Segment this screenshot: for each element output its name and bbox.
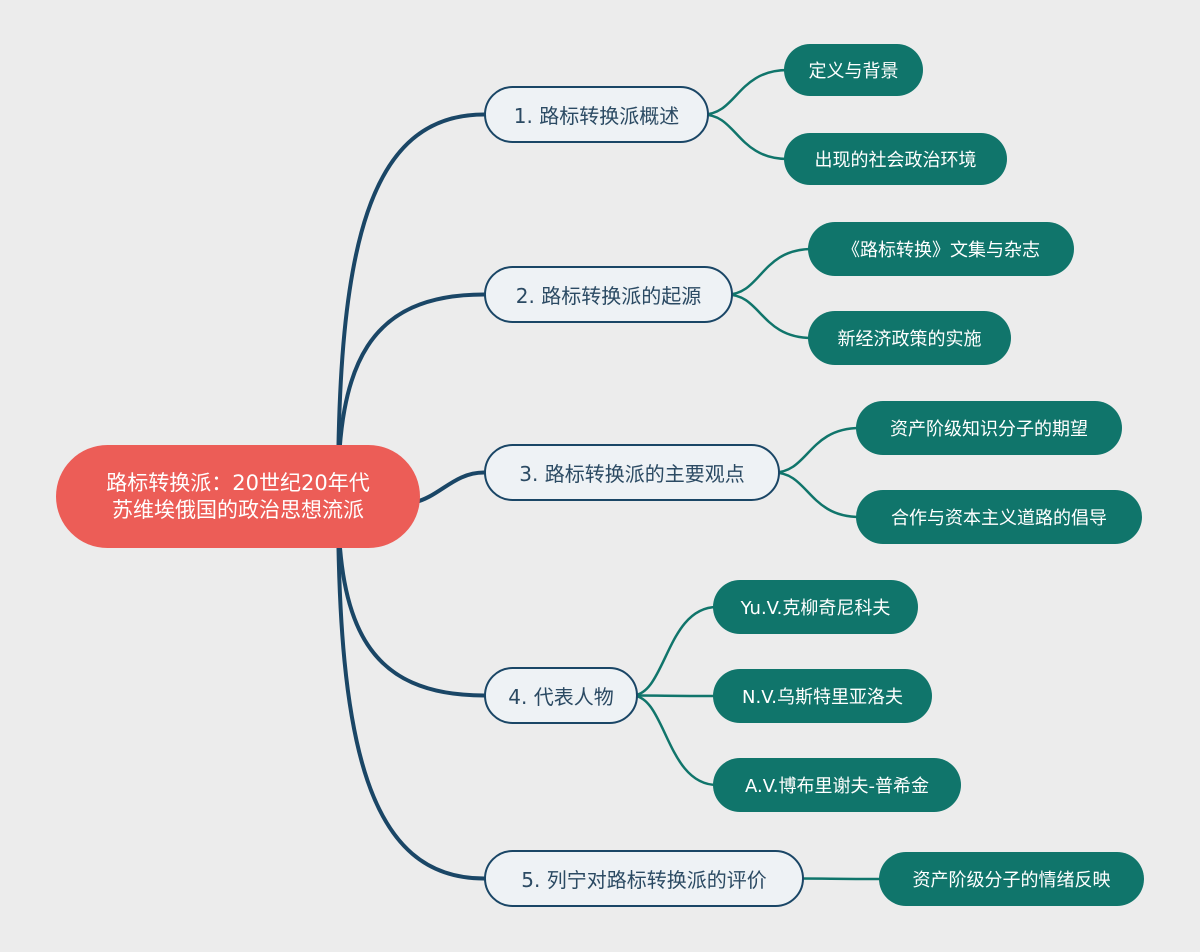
leaf-connector [630,694,719,698]
leaf-cooperation-capitalist-road[interactable]: 合作与资本主义道路的倡导 [856,490,1142,544]
leaf-new-economic-policy[interactable]: 新经济政策的实施 [808,311,1011,365]
leaf-label: A.V.博布里谢夫-普希金 [745,776,929,797]
branch-label: 1. 路标转换派概述 [513,104,680,128]
leaf-connector [630,605,719,697]
branch-label: 5. 列宁对路标转换派的评价 [521,868,767,892]
branch-origin[interactable]: 2. 路标转换派的起源 [484,266,733,323]
leaf-connector [796,877,885,881]
branch-connector [336,112,486,499]
leaf-connector [701,68,790,116]
leaf-connector [725,247,814,296]
leaf-social-political-environment[interactable]: 出现的社会政治环境 [784,133,1007,185]
leaf-collection-and-journal[interactable]: 《路标转换》文集与杂志 [808,222,1074,276]
leaf-connector [630,694,719,787]
leaf-connector [772,426,862,474]
branch-representatives[interactable]: 4. 代表人物 [484,667,638,724]
branch-main-views[interactable]: 3. 路标转换派的主要观点 [484,444,780,501]
branch-overview[interactable]: 1. 路标转换派概述 [484,86,709,143]
branch-connector [336,494,486,881]
leaf-connector [725,293,814,340]
leaf-label: 定义与背景 [808,61,899,82]
leaf-klyuchnikov[interactable]: Yu.V.克柳奇尼科夫 [713,580,918,634]
leaf-label: 资产阶级知识分子的期望 [890,419,1088,440]
leaf-label: 合作与资本主义道路的倡导 [891,508,1107,529]
leaf-bourgeois-intellectual-hopes[interactable]: 资产阶级知识分子的期望 [856,401,1122,455]
leaf-label: 资产阶级分子的情绪反映 [912,870,1111,891]
branch-lenin-evaluation[interactable]: 5. 列宁对路标转换派的评价 [484,850,804,907]
leaf-label: 出现的社会政治环境 [814,150,977,171]
branch-label: 2. 路标转换派的起源 [515,284,702,308]
leaf-definition-background[interactable]: 定义与背景 [784,44,923,96]
branch-label: 4. 代表人物 [508,685,614,709]
branch-label: 3. 路标转换派的主要观点 [519,462,745,486]
leaf-ustryalov[interactable]: N.V.乌斯特里亚洛夫 [713,669,932,723]
leaf-bourgeois-sentiment[interactable]: 资产阶级分子的情绪反映 [879,852,1144,906]
leaf-connector [701,113,790,161]
leaf-label: 《路标转换》文集与杂志 [842,240,1040,261]
leaf-label: N.V.乌斯特里亚洛夫 [742,687,903,708]
root-topic-line-1: 路标转换派：20世纪20年代 [106,470,370,495]
leaf-bobrishchev-pushkin[interactable]: A.V.博布里谢夫-普希金 [713,758,961,812]
leaf-label: Yu.V.克柳奇尼科夫 [740,598,891,619]
root-topic-line-2: 苏维埃俄国的政治思想流派 [112,497,364,522]
branch-connector [412,470,486,505]
leaf-connector [772,471,862,519]
root-topic[interactable]: 路标转换派：20世纪20年代 苏维埃俄国的政治思想流派 [56,445,420,548]
leaf-label: 新经济政策的实施 [837,329,982,350]
